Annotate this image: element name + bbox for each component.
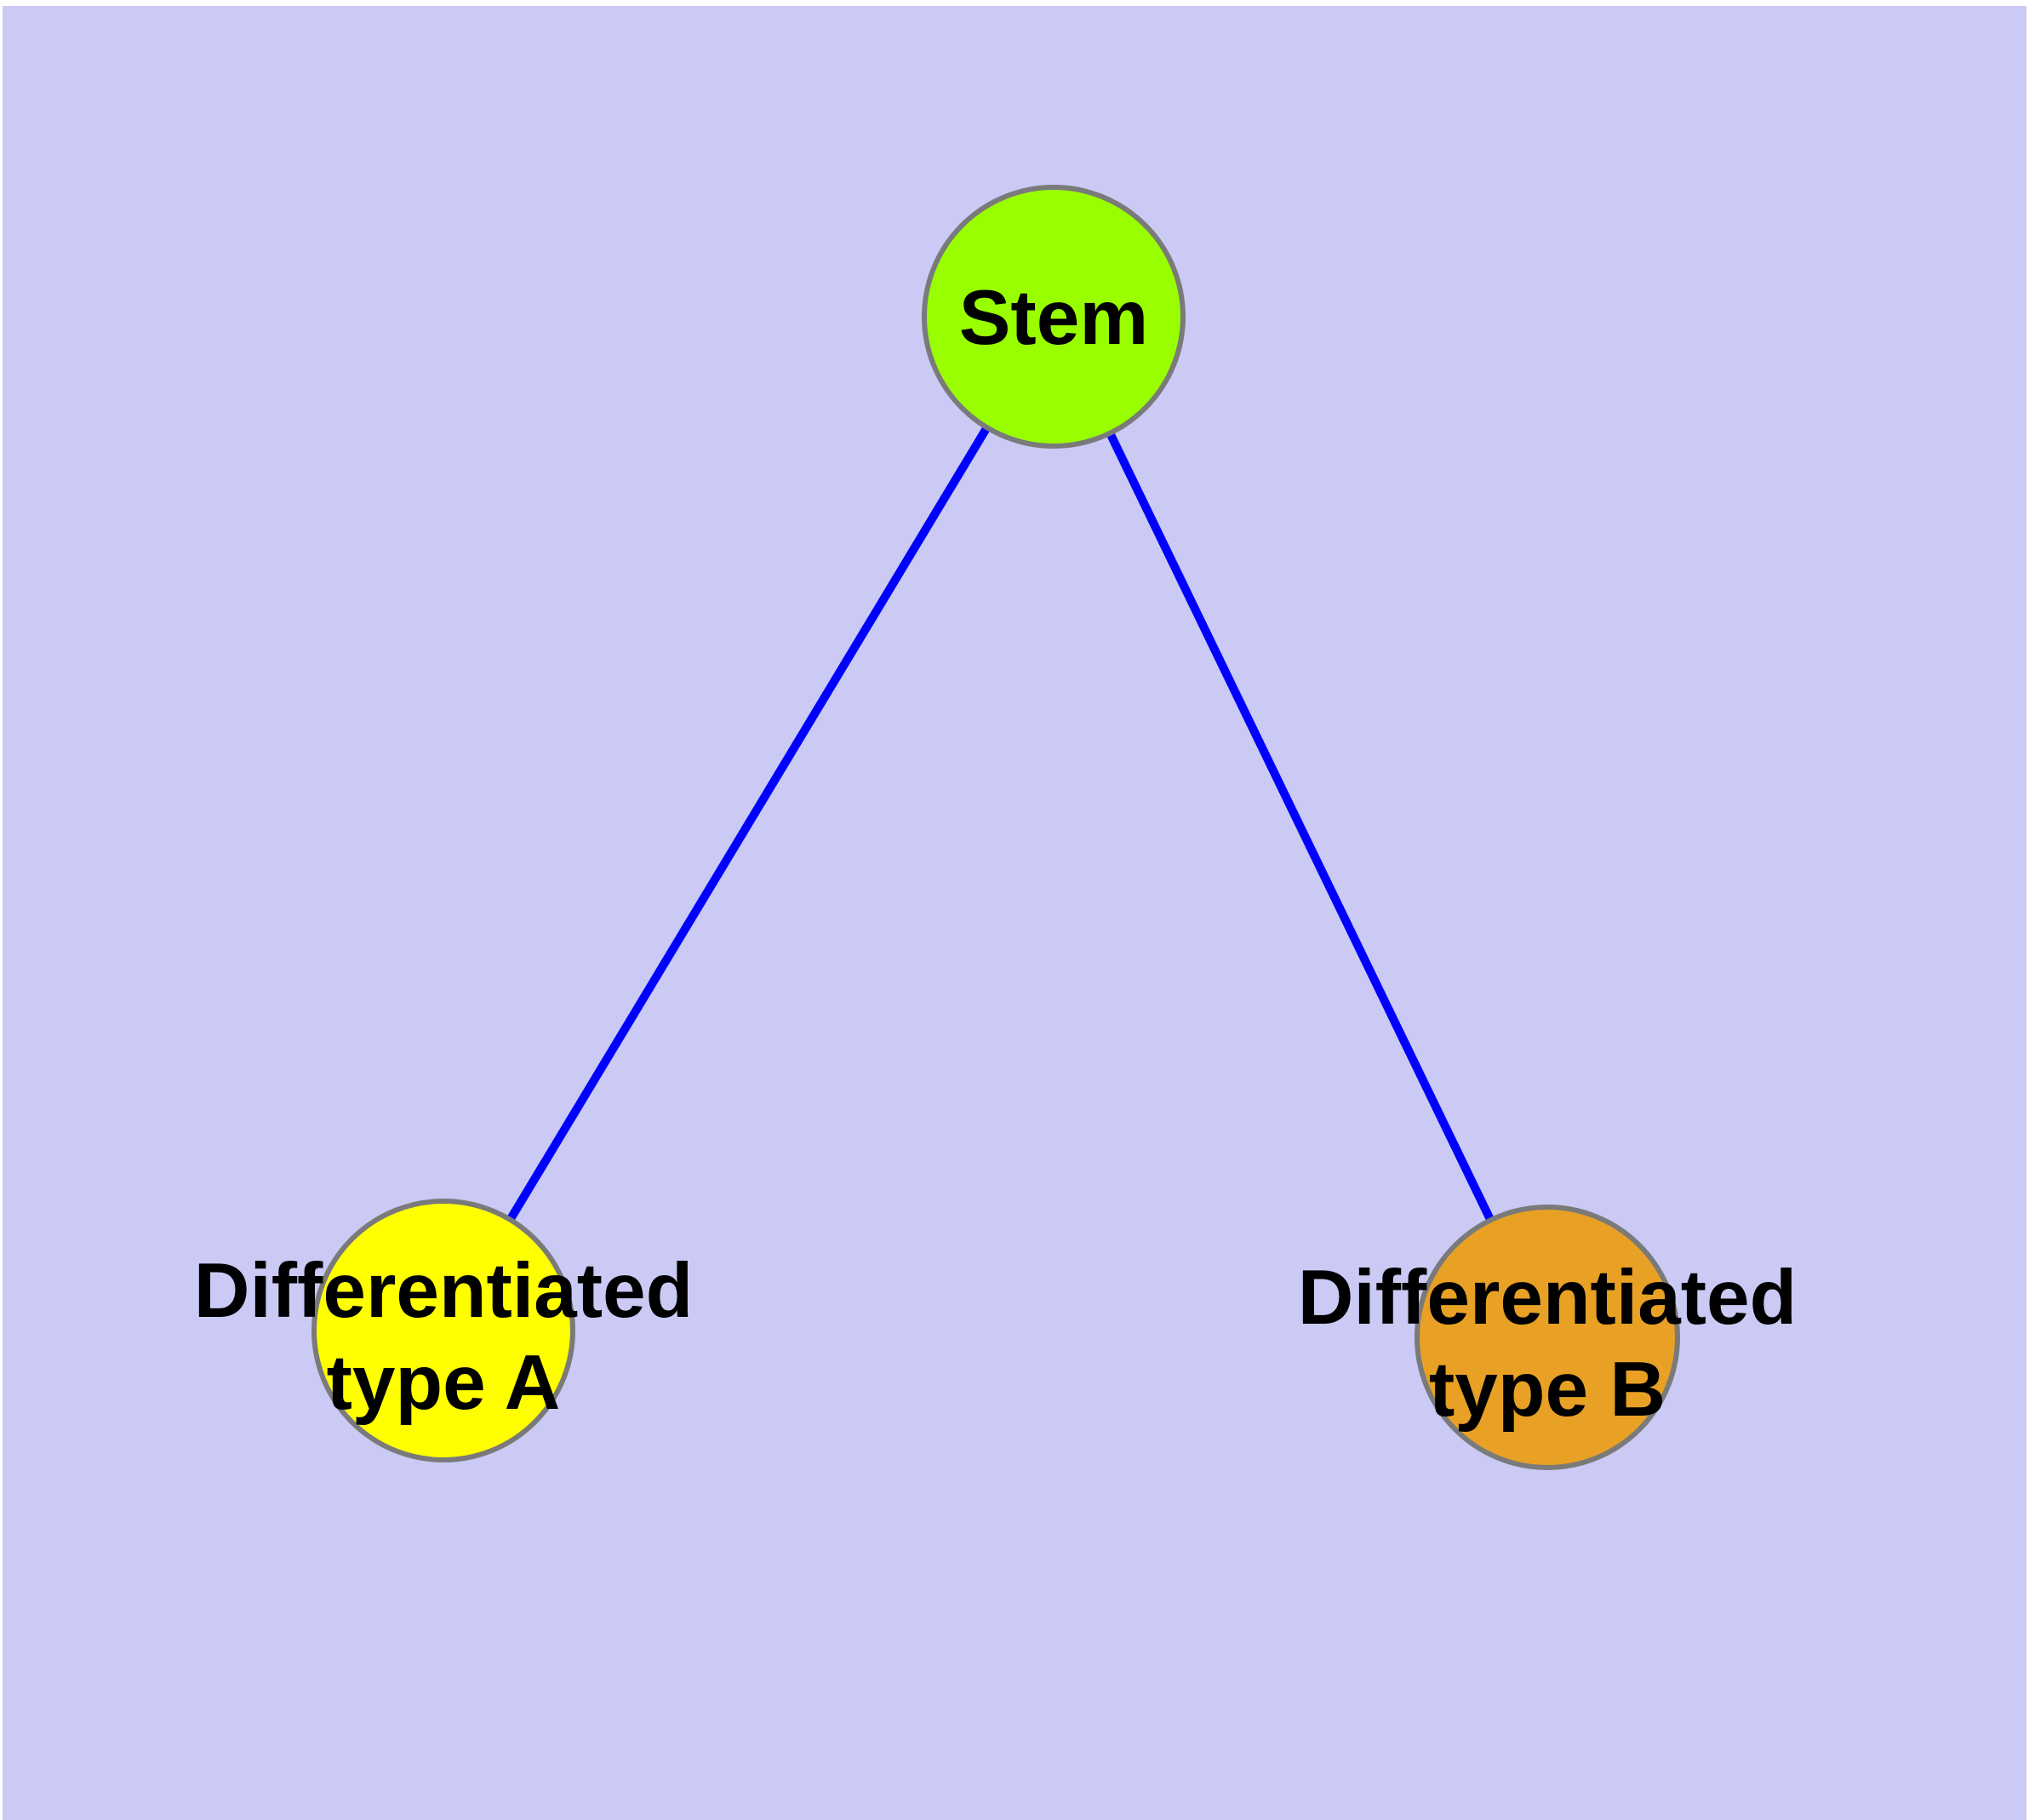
node-type-b-label-line1: Differentiated xyxy=(1298,1255,1798,1341)
node-type-b-label-line2: type B xyxy=(1429,1347,1666,1433)
node-stem xyxy=(922,185,1186,449)
edge-stem-to-type-b xyxy=(1049,314,1552,1340)
edge-stem-to-type-a xyxy=(439,314,1058,1333)
node-differentiated-type-b xyxy=(1415,1205,1680,1470)
node-type-a-label-line2: type A xyxy=(327,1340,561,1426)
node-stem-label: Stem xyxy=(959,275,1149,361)
node-differentiated-type-a xyxy=(311,1199,575,1462)
node-type-a-label-line1: Differentiated xyxy=(194,1248,694,1334)
